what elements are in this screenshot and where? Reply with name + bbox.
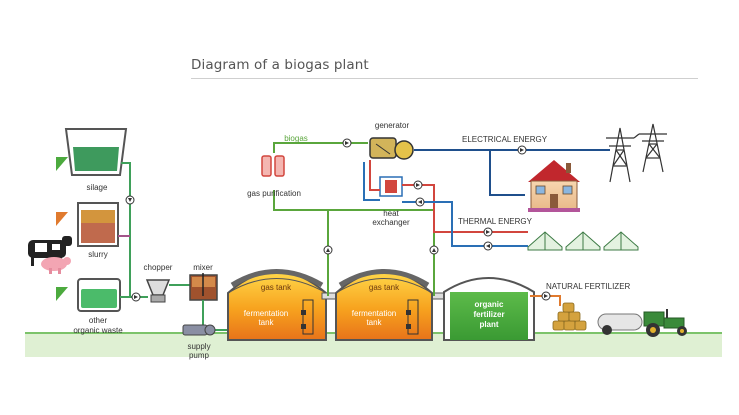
other-waste-label-1: other: [89, 316, 108, 325]
thermal-lines: THERMAL ENERGY: [363, 160, 533, 251]
supply-pump-label-2: pump: [189, 351, 210, 360]
fermentation-tank-1-label-1: fermentation: [244, 309, 288, 318]
silage-bin: silage: [56, 128, 128, 192]
fertilizer-plant-label-3: plant: [479, 320, 498, 329]
other-waste-arrow-icon: [56, 287, 68, 301]
fermentation-tank-2: gas tank fermentation tank: [335, 269, 433, 341]
gas-purification: gas purification: [247, 155, 301, 198]
thermal-energy-label: THERMAL ENERGY: [458, 217, 533, 226]
other-waste-bin: other organic waste: [56, 278, 123, 335]
natural-fertilizer-output: NATURAL FERTILIZER: [530, 282, 631, 306]
slurry-label: slurry: [88, 250, 108, 259]
fermentation-tank-2-label-2: tank: [366, 318, 382, 327]
fertilizer-plant-label-1: organic: [475, 300, 504, 309]
silage-arrow-icon: [56, 157, 68, 171]
mixer-label: mixer: [193, 263, 213, 272]
natural-fertilizer-label: NATURAL FERTILIZER: [546, 282, 631, 291]
slurry-bin: slurry: [56, 202, 119, 259]
hay-bale-icon: [552, 302, 587, 331]
diagram-title: Diagram of a biogas plant: [191, 57, 369, 73]
fertilizer-plant-label-2: fertilizer: [473, 310, 504, 319]
silage-label: silage: [87, 183, 108, 192]
other-waste-label-2: organic waste: [73, 326, 123, 335]
gas-tank-2-label: gas tank: [369, 283, 400, 292]
generator-label: generator: [375, 121, 410, 130]
generator: generator: [369, 121, 414, 160]
feed-pipes: [118, 162, 148, 302]
heat-exchanger-label-2: exchanger: [372, 218, 410, 227]
fermentation-tank-2-label-1: fermentation: [352, 309, 396, 318]
electrical-energy-label: ELECTRICAL ENERGY: [462, 135, 548, 144]
supply-pump: supply pump: [182, 300, 228, 360]
fermentation-tank-1: gas tank fermentation tank: [227, 269, 327, 341]
chopper-label: chopper: [144, 263, 173, 272]
electrical-lines: ELECTRICAL ENERGY: [414, 135, 610, 196]
fermentation-tank-1-label-2: tank: [258, 318, 274, 327]
gas-tank-1-label: gas tank: [261, 283, 292, 292]
cow-pig-icon: [28, 236, 72, 274]
heat-exchanger: heat exchanger: [372, 176, 410, 227]
tractor-icon: [597, 309, 687, 337]
pylon-icon: [606, 123, 667, 183]
organic-fertilizer-plant: organic fertilizer plant: [443, 277, 535, 341]
slurry-arrow-icon: [56, 212, 68, 226]
greenhouse-icon: [527, 231, 639, 251]
supply-pump-label-1: supply: [187, 342, 210, 351]
heat-exchanger-label-1: heat: [383, 209, 399, 218]
mixer: mixer: [189, 263, 218, 301]
gas-purification-label: gas purification: [247, 189, 301, 198]
biogas-pipes: biogas: [273, 134, 439, 296]
title-underline: [191, 78, 698, 79]
house-icon: [528, 160, 580, 212]
chopper: chopper: [144, 263, 173, 303]
biogas-label: biogas: [284, 134, 308, 143]
